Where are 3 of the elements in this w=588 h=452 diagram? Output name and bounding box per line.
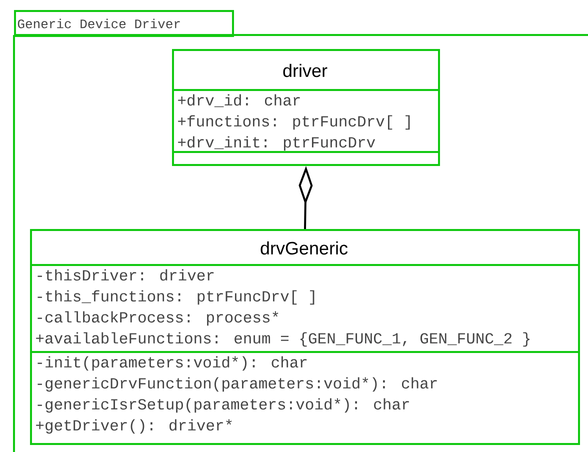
compartment: +drv_id: char +functions: ptrFuncDrv[ ] +drv_init: ptrFuncDrv: [172, 89, 438, 151]
compartment: -init(parameters:void*): char -genericDrvFunction(parameters:void*): char -genericIsrSetup(parameters:void*): char +getDriver(): driver*: [30, 351, 578, 434]
compartment: -thisDriver: driver -this_functions: ptrFuncDrv[ ] -callbackProcess: process* +availableFunctions: enum = {GEN_FUNC_1, GEN_FUNC_2 }: [30, 264, 578, 347]
